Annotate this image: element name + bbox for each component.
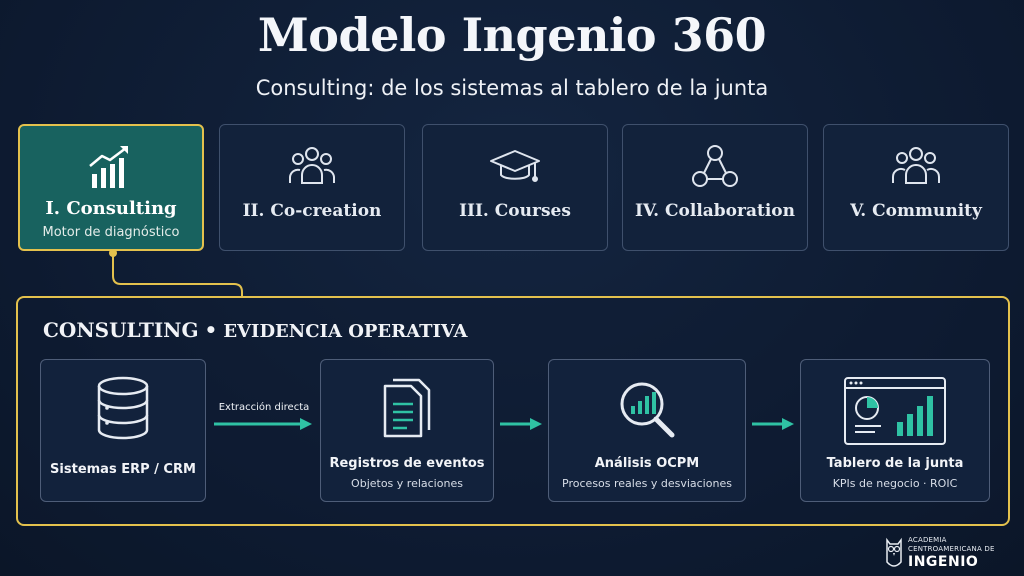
tab-consulting[interactable]: I. Consulting Motor de diagnóstico: [18, 124, 204, 251]
owl-icon: [886, 537, 902, 567]
arrow-label: Extracción directa: [218, 402, 310, 413]
step-title: Análisis OCPM: [594, 456, 700, 471]
step-description: KPIs de negocio · ROIC: [832, 477, 958, 490]
panel-heading-secondary: EVIDENCIA OPERATIVA: [223, 321, 468, 342]
step-ocpm-analysis: Análisis OCPM Procesos reales y desviaci…: [548, 359, 746, 502]
step-description: Procesos reales y desviaciones: [562, 477, 732, 490]
panel-heading: CONSULTING•EVIDENCIA OPERATIVA: [43, 318, 467, 342]
logo-line-1: ACADEMIA: [908, 536, 947, 544]
tab-label: IV. Collaboration: [634, 201, 795, 221]
tab-collaboration[interactable]: IV. Collaboration: [622, 124, 808, 251]
tab-sublabel: Motor de diagnóstico: [42, 225, 180, 240]
tab-community[interactable]: V. Community: [823, 124, 1009, 251]
step-description: Objetos y relaciones: [351, 477, 463, 490]
page-subtitle: Consulting: de los sistemas al tablero d…: [255, 76, 769, 100]
database-icon: [41, 376, 205, 440]
group-icon: [220, 143, 404, 191]
dashboard-icon: [801, 376, 989, 445]
community-icon: [824, 143, 1008, 191]
tab-label: I. Consulting: [45, 198, 177, 219]
panel-heading-separator: •: [204, 318, 218, 342]
step-title: Tablero de la junta: [826, 456, 964, 471]
graduation-cap-icon: [423, 143, 607, 191]
tab-co-creation[interactable]: II. Co-creation: [219, 124, 405, 251]
logo-line-3: INGENIO: [908, 554, 979, 570]
documents-icon: [321, 376, 493, 438]
tab-label: II. Co-creation: [242, 201, 382, 221]
step-event-logs: Registros de eventos Objetos y relacione…: [320, 359, 494, 502]
growth-chart-icon: [20, 144, 202, 192]
page-title: Modelo Ingenio 360: [257, 8, 767, 62]
tab-courses[interactable]: III. Courses: [422, 124, 608, 251]
logo-line-2: CENTROAMERICANA DE: [908, 545, 995, 553]
step-title: Registros de eventos: [329, 456, 485, 471]
step-title: Sistemas ERP / CRM: [50, 462, 196, 477]
magnifier-chart-icon: [549, 376, 745, 438]
panel-heading-primary: CONSULTING: [43, 318, 199, 342]
tab-label: V. Community: [850, 201, 982, 221]
academy-logo: ACADEMIA CENTROAMERICANA DE INGENIO: [884, 532, 1014, 572]
step-board-dashboard: Tablero de la junta KPIs de negocio · RO…: [800, 359, 990, 502]
network-nodes-icon: [623, 143, 807, 191]
step-erp-crm: Sistemas ERP / CRM: [40, 359, 206, 502]
tab-label: III. Courses: [459, 201, 571, 221]
